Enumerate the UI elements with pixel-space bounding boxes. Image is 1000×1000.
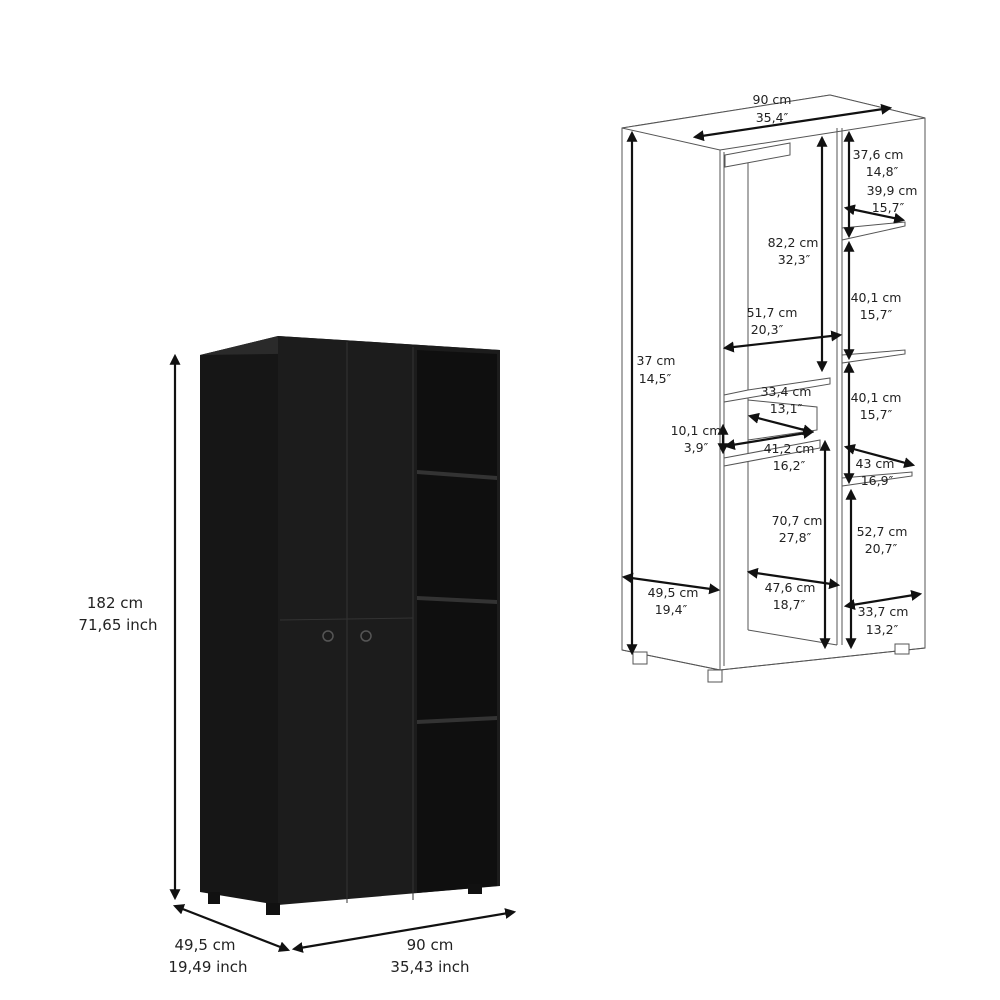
width-cm: 90 cm	[407, 936, 454, 954]
door-knob	[360, 630, 372, 642]
base	[719, 647, 926, 671]
depth-arrow	[172, 904, 291, 952]
depth-cm: 49,5 cm	[174, 936, 235, 954]
dim-label-cm: 33,7 cm	[858, 604, 909, 619]
dim-label-inch: 27,8″	[779, 530, 812, 545]
foot	[707, 669, 723, 683]
dim-arrow	[843, 204, 906, 224]
dim-label-inch: 14,5″	[639, 371, 672, 386]
shelf	[723, 377, 831, 403]
dim-label-inch: 20,7″	[865, 541, 898, 556]
dim-label-inch: 20,3″	[751, 322, 784, 337]
hanging-rod	[724, 142, 791, 168]
dim-arrow	[723, 427, 815, 451]
dim-label-inch: 13,2″	[866, 622, 899, 637]
dim-label-inch: 16,2″	[773, 458, 806, 473]
dim-label-cm: 82,2 cm	[768, 235, 819, 250]
width-arrow	[291, 908, 517, 953]
foot	[266, 903, 280, 915]
dim-label-inch: 18,7″	[773, 597, 806, 612]
dim-label-cm: 40,1 cm	[851, 290, 902, 305]
dim-label-inch: 14,8″	[866, 164, 899, 179]
height-inch: 71,65 inch	[78, 616, 157, 634]
door-knob	[322, 630, 334, 642]
dim-label-inch: 19,4″	[655, 602, 688, 617]
dim-label-cm: 49,5 cm	[648, 585, 699, 600]
open-shelf-interior	[417, 350, 497, 893]
dim-label-cm: 37 cm	[637, 353, 676, 368]
shelf	[841, 349, 906, 364]
dim-label-cm: 51,7 cm	[747, 305, 798, 320]
shelf	[841, 221, 906, 241]
shelf	[417, 596, 497, 604]
depth-inch: 19,49 inch	[168, 958, 247, 976]
shelf	[841, 471, 913, 487]
foot	[468, 884, 482, 894]
shelf	[417, 470, 497, 480]
dimension-labels: 90 cm 35,4″ 37,6 cm 14,8″ 39,9 cm 15,7″ …	[637, 92, 918, 637]
foot	[894, 643, 910, 655]
dim-label-inch: 16,9″	[861, 473, 894, 488]
height-cm: 182 cm	[87, 594, 143, 612]
dim-label-cm: 43 cm	[856, 456, 895, 471]
dim-label-cm: 40,1 cm	[851, 390, 902, 405]
door-split-horizontal	[279, 617, 414, 621]
dim-label-inch: 15,7″	[872, 200, 905, 215]
dim-label-cm: 41,2 cm	[764, 441, 815, 456]
dim-arrow	[692, 103, 893, 142]
dim-label-inch: 15,7″	[860, 407, 893, 422]
foot	[208, 892, 220, 904]
dim-label-cm: 52,7 cm	[857, 524, 908, 539]
dim-arrow	[843, 443, 916, 469]
dim-label-inch: 3,9″	[684, 440, 709, 455]
dim-label-cm: 10,1 cm	[671, 423, 722, 438]
dim-label-inch: 13,1″	[770, 401, 803, 416]
dim-label-cm: 47,6 cm	[765, 580, 816, 595]
dim-label-inch: 32,3″	[778, 252, 811, 267]
foot	[632, 651, 648, 665]
shelf	[417, 716, 497, 724]
wardrobe-photo	[200, 336, 500, 915]
dim-label-cm: 33,4 cm	[761, 384, 812, 399]
dim-label-inch: 15,7″	[860, 307, 893, 322]
width-inch: 35,43 inch	[390, 958, 469, 976]
dim-label-cm: 39,9 cm	[867, 183, 918, 198]
dim-arrow	[843, 589, 923, 611]
dim-label-cm: 90 cm	[753, 92, 792, 107]
wardrobe-side-panel	[200, 336, 278, 905]
dim-arrow	[722, 330, 843, 353]
dim-label-cm: 70,7 cm	[772, 513, 823, 528]
dim-label-inch: 35,4″	[756, 110, 789, 125]
dim-arrow	[621, 572, 721, 595]
dim-arrow	[746, 567, 841, 590]
dim-label-cm: 37,6 cm	[853, 147, 904, 162]
